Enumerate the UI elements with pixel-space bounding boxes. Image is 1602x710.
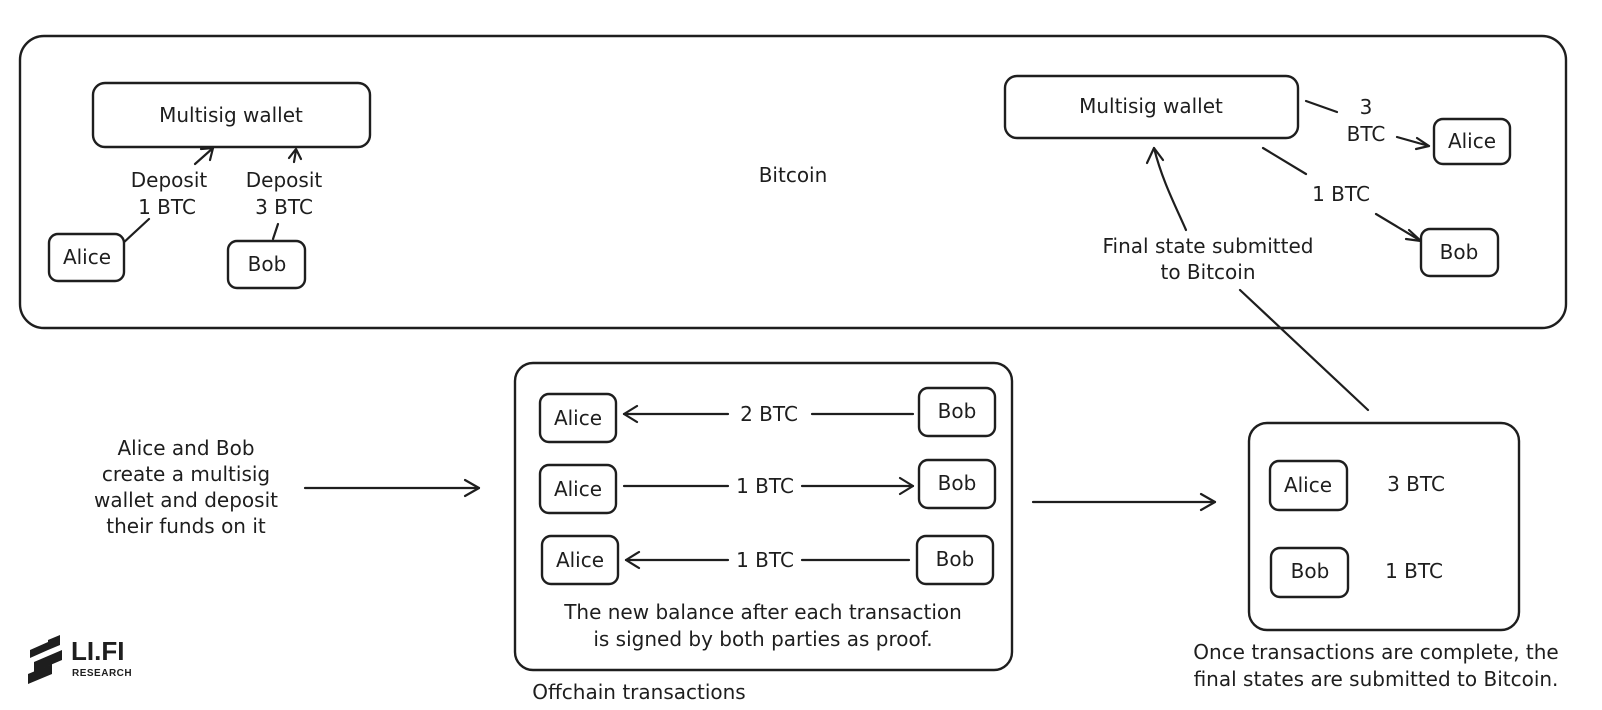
offchain-row3-bob-label: Bob <box>936 547 975 571</box>
lifi-logo-sub: RESEARCH <box>72 668 132 679</box>
final-state-arrow <box>1145 146 1370 412</box>
offchain-row3-alice <box>540 534 620 586</box>
lifi-logo-mark-icon <box>28 635 62 684</box>
left-multisig-wallet <box>91 81 372 149</box>
offchain-row1-alice-label: Alice <box>554 406 602 430</box>
deposit-bob-label-line2: 3 BTC <box>255 195 313 219</box>
deposit-alice-arrow <box>120 146 215 246</box>
final-balances-box <box>1247 421 1521 632</box>
offchain-row2-alice-label: Alice <box>554 477 602 501</box>
alice-recipient-label: Alice <box>1448 129 1496 153</box>
offchain-row3-arrow <box>624 550 911 570</box>
deposit-alice-label-line1: Deposit <box>131 168 208 192</box>
final-state-label-line1: Final state submitted <box>1103 234 1314 258</box>
intro-note-line2: create a multisig <box>102 462 270 486</box>
offchain-row3-amount: 1 BTC <box>736 548 794 572</box>
final-alice-label: Alice <box>1284 473 1332 497</box>
final-alice-amount: 3 BTC <box>1387 472 1445 496</box>
payout-alice-label-line1: 3 <box>1360 95 1373 119</box>
offchain-row1-amount: 2 BTC <box>740 402 798 426</box>
lifi-logo-name: LI.FI <box>71 636 124 666</box>
bitcoin-frame-label: Bitcoin <box>759 163 828 187</box>
right-multisig-wallet-label: Multisig wallet <box>1079 94 1223 118</box>
bob-depositor <box>226 239 307 290</box>
bitcoin-frame <box>18 34 1568 330</box>
to-final-balances-arrow <box>1031 492 1217 512</box>
offchain-row2-amount: 1 BTC <box>736 474 794 498</box>
final-bob <box>1269 546 1350 599</box>
deposit-alice-label-line2: 1 BTC <box>138 195 196 219</box>
offchain-row2-bob-label: Bob <box>938 471 977 495</box>
alice-depositor-label: Alice <box>63 245 111 269</box>
lifi-logo: LI.FI RESEARCH <box>28 635 132 684</box>
bob-depositor-label: Bob <box>248 252 287 276</box>
final-note-line1: Once transactions are complete, the <box>1193 640 1559 664</box>
final-alice <box>1268 459 1349 512</box>
offchain-box <box>513 361 1014 672</box>
offchain-note-line2: is signed by both parties as proof. <box>593 627 932 651</box>
offchain-row2-alice <box>538 463 618 515</box>
deposit-bob-label-line1: Deposit <box>246 168 323 192</box>
alice-recipient <box>1432 117 1512 166</box>
to-offchain-arrow <box>303 478 481 498</box>
final-bob-amount: 1 BTC <box>1385 559 1443 583</box>
final-state-label-line2: to Bitcoin <box>1160 260 1255 284</box>
bob-recipient <box>1419 227 1500 278</box>
offchain-row3-alice-label: Alice <box>556 548 604 572</box>
left-multisig-wallet-label: Multisig wallet <box>159 103 303 127</box>
offchain-row2-bob <box>917 458 997 510</box>
right-multisig-wallet <box>1003 74 1300 140</box>
final-note-line2: final states are submitted to Bitcoin. <box>1194 667 1559 691</box>
alice-depositor <box>47 232 126 283</box>
payout-bob-label: 1 BTC <box>1312 182 1370 206</box>
offchain-row1-bob-label: Bob <box>938 399 977 423</box>
offchain-note-line1: The new balance after each transaction <box>563 600 962 624</box>
deposit-bob-arrow <box>271 147 303 241</box>
offchain-row3-bob <box>915 534 995 586</box>
offchain-caption: Offchain transactions <box>532 680 745 704</box>
intro-note-line4: their funds on it <box>106 514 266 538</box>
offchain-row1-bob <box>917 386 997 438</box>
payout-alice-label-line2: BTC <box>1347 122 1386 146</box>
offchain-row1-arrow <box>622 404 915 424</box>
intro-note-line1: Alice and Bob <box>117 436 254 460</box>
intro-note-line3: wallet and deposit <box>94 488 278 512</box>
offchain-row1-alice <box>538 392 618 444</box>
payout-alice-arrow <box>1304 99 1431 151</box>
offchain-row2-arrow <box>622 476 915 496</box>
bob-recipient-label: Bob <box>1440 240 1479 264</box>
final-bob-label: Bob <box>1291 559 1330 583</box>
